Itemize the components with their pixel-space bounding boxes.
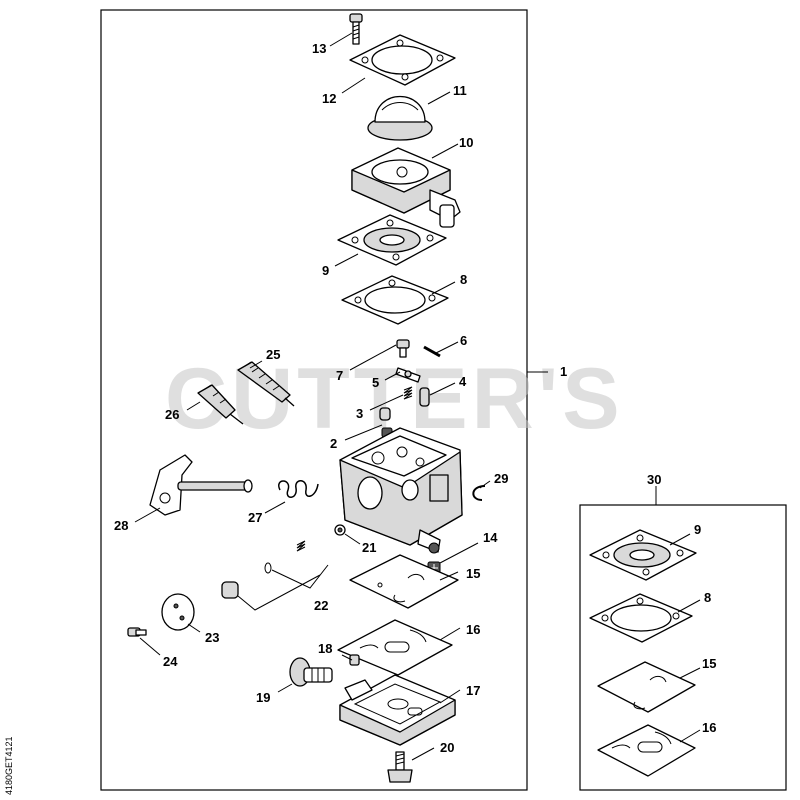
callout-16: 16 [466, 622, 480, 637]
part-21-washer [334, 524, 346, 536]
callout-18: 18 [318, 641, 332, 656]
callout-19: 19 [256, 690, 270, 705]
callout-1: 1 [560, 364, 567, 379]
kit-part-8-gasket [589, 593, 693, 643]
part-25-adjusting-screw [237, 361, 295, 407]
part-29-clip [472, 485, 486, 501]
part-11-primer-bulb [367, 96, 433, 141]
main-assembly-frame [100, 9, 528, 791]
part-8-gasket [341, 275, 449, 325]
drawing-code: 4180GET4121 [4, 736, 14, 795]
callout-15: 15 [466, 566, 480, 581]
callout-28: 28 [114, 518, 128, 533]
callout-26: 26 [165, 407, 179, 422]
part-10-primer-housing [351, 147, 461, 228]
callout-29: 29 [494, 471, 508, 486]
part-15-metering-diaphragm [349, 554, 459, 609]
kit-part-9-diaphragm [589, 529, 697, 581]
kit-callout-15: 15 [702, 656, 716, 671]
part-7-screw [396, 339, 410, 358]
callout-4: 4 [459, 374, 467, 389]
callout-8: 8 [460, 272, 467, 287]
part-20-screw [387, 751, 413, 783]
callout-5: 5 [372, 375, 379, 390]
callout-7: 7 [336, 368, 343, 383]
callout-12: 12 [322, 91, 336, 106]
part-13-screw [349, 13, 363, 45]
part-26-adjusting-screw [197, 384, 244, 425]
kit-part-15-diaphragm [597, 661, 696, 713]
part-4-spring [403, 386, 430, 407]
callout-10: 10 [459, 135, 473, 150]
part-3-inlet-needle [379, 407, 391, 421]
callout-22: 22 [314, 598, 328, 613]
part-16-gasket [337, 619, 453, 676]
part-6-pin [423, 345, 441, 358]
part-24-screw [127, 627, 147, 637]
part-5-inlet-lever [395, 367, 421, 383]
part-18-plug [349, 654, 360, 666]
part-9-pump-diaphragm [337, 214, 447, 266]
part-19-fuel-fitting [289, 657, 333, 687]
callout-6: 6 [460, 333, 467, 348]
callout-13: 13 [312, 41, 326, 56]
callout-9: 9 [322, 263, 329, 278]
kit-label-30: 30 [647, 472, 661, 487]
callout-27: 27 [248, 510, 262, 525]
callout-21: 21 [362, 540, 376, 555]
callout-25: 25 [266, 347, 280, 362]
kit-callout-8: 8 [704, 590, 711, 605]
kit-callout-16: 16 [702, 720, 716, 735]
callout-17: 17 [466, 683, 480, 698]
callout-14: 14 [483, 530, 498, 545]
callout-2: 2 [330, 436, 337, 451]
callout-20: 20 [440, 740, 454, 755]
leader-lines [134, 32, 701, 761]
part-1-carburetor-body [339, 427, 463, 554]
part-17-metering-cover [339, 674, 456, 746]
part-27-torsion-spring [278, 480, 319, 498]
part-23-throttle-plate [161, 593, 195, 631]
part-22-throttle-parts [221, 540, 329, 611]
callout-3: 3 [356, 406, 363, 421]
callout-24: 24 [163, 654, 178, 669]
part-12-cover-gasket [349, 34, 456, 86]
callout-23: 23 [205, 630, 219, 645]
part-28-throttle-shaft [149, 454, 253, 516]
callout-11: 11 [453, 83, 467, 98]
kit-callout-9: 9 [694, 522, 701, 537]
kit-part-16-gasket [597, 724, 696, 777]
repair-kit-frame [579, 504, 787, 791]
